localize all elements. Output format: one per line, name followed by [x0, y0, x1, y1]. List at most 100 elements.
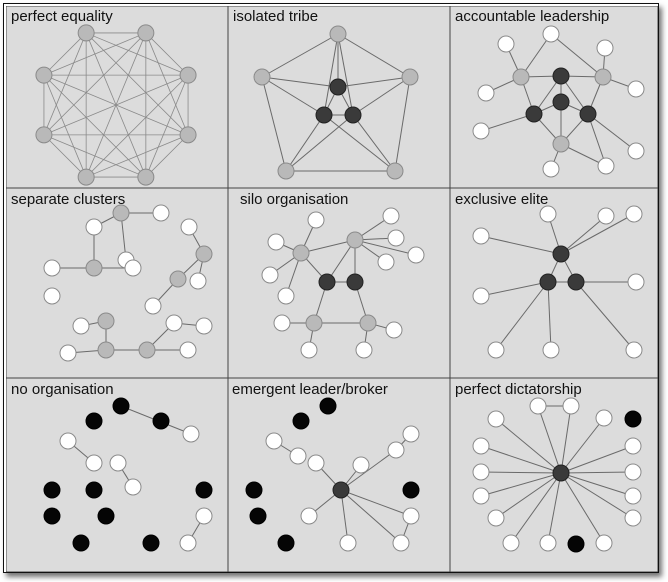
network-edge — [300, 239, 356, 254]
network-edge — [43, 74, 87, 178]
network-edge — [560, 472, 634, 519]
member-node — [180, 218, 198, 236]
leader-node — [552, 245, 570, 263]
member-node — [529, 397, 547, 415]
member-node — [597, 207, 615, 225]
network-edge — [560, 405, 572, 474]
connector-node — [169, 270, 187, 288]
network-edge — [560, 445, 634, 474]
connector-node — [35, 66, 53, 84]
member-node — [124, 478, 142, 496]
network-edge — [285, 114, 325, 172]
member-node — [261, 266, 279, 284]
isolated-node — [319, 397, 337, 415]
member-node — [300, 507, 318, 525]
connector-node — [179, 126, 197, 144]
isolated-node — [97, 507, 115, 525]
network-edge — [547, 472, 562, 544]
panel-isolated-tribe: isolated tribe — [227, 6, 451, 189]
network-edge — [495, 281, 549, 351]
connector-node — [97, 341, 115, 359]
member-node — [472, 463, 490, 481]
member-node — [392, 534, 410, 552]
network-edge — [480, 471, 562, 474]
member-node — [402, 507, 420, 525]
member-node — [472, 122, 490, 140]
connector-node — [97, 312, 115, 330]
network-edge — [352, 114, 396, 172]
member-node — [487, 509, 505, 527]
member-node — [267, 233, 285, 251]
member-node — [273, 314, 291, 332]
leader-node — [318, 273, 336, 291]
network-edge — [337, 33, 411, 78]
panel-title: silo organisation — [240, 191, 348, 208]
member-node — [627, 273, 645, 291]
network-edge — [323, 114, 396, 172]
network-edge — [480, 235, 562, 255]
network-edge — [560, 213, 635, 255]
network-edge — [85, 32, 147, 178]
panel-title: exclusive elite — [455, 191, 548, 208]
panel-title: accountable leadership — [455, 8, 609, 25]
panel-title: isolated tribe — [233, 8, 318, 25]
network-edge — [587, 113, 607, 167]
member-node — [627, 142, 645, 160]
isolated-node — [195, 481, 213, 499]
member-node — [562, 397, 580, 415]
member-node — [85, 218, 103, 236]
member-node — [472, 227, 490, 245]
network-edge — [43, 134, 147, 178]
isolated-node — [245, 481, 263, 499]
member-node — [487, 341, 505, 359]
network-edge — [495, 472, 562, 519]
leader-node — [552, 67, 570, 85]
member-node — [339, 534, 357, 552]
leader-node — [346, 273, 364, 291]
connector-node — [137, 168, 155, 186]
member-node — [625, 341, 643, 359]
panel-title: separate clusters — [11, 191, 125, 208]
isolated-node — [277, 534, 295, 552]
member-node — [627, 80, 645, 98]
member-node — [387, 441, 405, 459]
member-node — [265, 432, 283, 450]
member-node — [402, 425, 420, 443]
member-node — [377, 253, 395, 271]
network-edge — [285, 114, 354, 172]
member-node — [387, 229, 405, 247]
member-node — [85, 454, 103, 472]
network-edge — [480, 113, 535, 132]
member-node — [595, 409, 613, 427]
leader-node — [525, 105, 543, 123]
connector-node — [401, 68, 419, 86]
panel-title: perfect dictatorship — [455, 381, 582, 398]
connector-node — [253, 68, 271, 86]
member-node — [307, 454, 325, 472]
member-node — [182, 425, 200, 443]
network-edge — [43, 32, 87, 76]
member-node — [195, 317, 213, 335]
leader-node — [567, 273, 585, 291]
network-edge — [323, 33, 339, 116]
connector-node — [277, 162, 295, 180]
member-node — [624, 487, 642, 505]
network-edge — [85, 32, 189, 136]
member-node — [109, 454, 127, 472]
member-node — [195, 507, 213, 525]
network-edge — [354, 239, 417, 256]
connector-node — [512, 68, 530, 86]
member-node — [300, 341, 318, 359]
network-edge — [85, 74, 189, 178]
member-node — [487, 410, 505, 428]
isolated-node — [43, 481, 61, 499]
panel-exclusive-elite: exclusive elite — [449, 187, 658, 379]
member-node — [595, 534, 613, 552]
member-node — [72, 317, 90, 335]
isolated-node — [292, 412, 310, 430]
member-node — [597, 157, 615, 175]
isolated-node — [43, 507, 61, 525]
network-edge — [480, 281, 549, 297]
member-node — [542, 25, 560, 43]
member-node — [59, 344, 77, 362]
